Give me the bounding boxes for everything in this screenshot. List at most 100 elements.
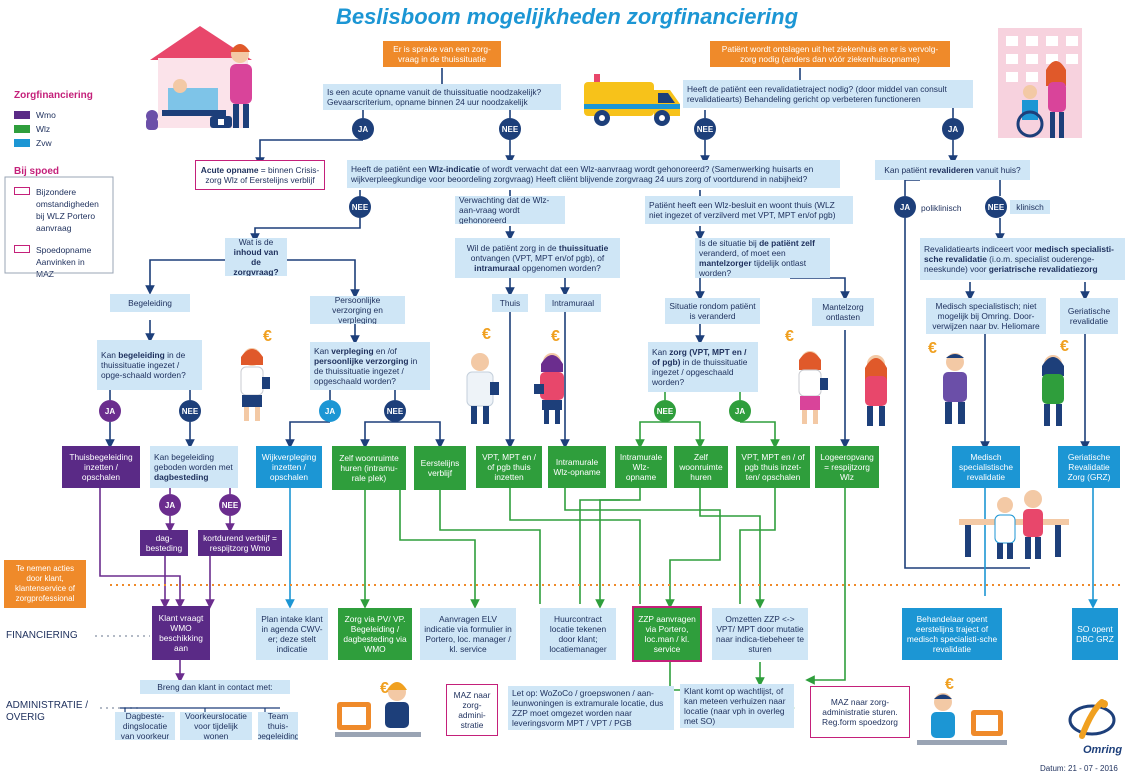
wlz-besluit-box: Patiënt heeft een Wlz-besluit en woont t…: [645, 196, 853, 224]
woman-orange-figure: [865, 355, 887, 426]
klinisch-label: klinisch: [1010, 200, 1050, 214]
voorkeurslocatie-box: Voorkeurslocatie voor tijdelijk wonen: [180, 712, 252, 740]
answer-ja-pill: JA: [352, 118, 374, 140]
intramurale-wlz-opname-outcome: Intramurale Wlz-opname: [548, 446, 606, 488]
legend-label: Bijzondere omstandigheden bij WLZ Porter…: [36, 187, 99, 233]
text: Revalidatiearts indiceert voor: [924, 244, 1035, 254]
grz-outcome: Geriatische Revalidatie Zorg (GRZ): [1058, 446, 1120, 488]
omzetten-zzp-box: Omzetten ZZP <-> VPT/ MPT door mutatie n…: [712, 608, 808, 660]
text: (i.o.m. specialist ouderenge-neeskunde) …: [924, 254, 1095, 274]
spoed-item-maz: Spoedopname Aanvinken in MAZ: [14, 244, 104, 280]
woman-pink-figure: [798, 351, 828, 424]
answer-ja-pill: JA: [894, 196, 916, 218]
euro-icon: €: [551, 328, 560, 345]
geriatische-revalidatie-box: Geriatische revalidatie: [1060, 298, 1118, 334]
wijkverpleging-outcome: Wijkverpleging inzetten / opschalen: [256, 446, 322, 488]
euro-icon: €: [978, 714, 986, 729]
text: en /of: [373, 346, 397, 356]
acute-opname-text: = binnen Crisis-zorg Wlz of Eerstelijns …: [205, 165, 320, 185]
question-inhoud-zorgvraag: Wat is de inhoud van de zorgvraag?: [225, 238, 287, 276]
woman-phone-figure: [240, 348, 270, 421]
thuis-box: Thuis: [492, 294, 528, 312]
text-bold: dagbesteding: [154, 472, 209, 482]
text: in de thuissituatie ingezet / opgeschaal…: [652, 357, 748, 387]
answer-nee-pill: NEE: [179, 400, 201, 422]
text-bold: verpleging: [331, 346, 374, 356]
acute-opname-bold: Acute opname: [200, 165, 259, 175]
text-bold: inhoud van de zorgvraag?: [233, 247, 279, 276]
huurcontract-box: Huurcontract locatie tekenen door klant;…: [540, 608, 616, 660]
wachtlijst-box: Klant komt op wachtlijst, of kan meteen …: [680, 684, 794, 728]
zelf-woonruimte-huren-outcome: Zelf woonruimte huren: [674, 446, 728, 488]
intramurale-wlz-opname-2-outcome: Intramurale Wlz-opname: [615, 446, 667, 488]
let-op-box: Let op: WoZoCo / groepswonen / aan-leunw…: [508, 686, 674, 730]
kortdurend-verblijf-outcome: kortdurend verblijf = respijtzorg Wmo: [198, 530, 282, 556]
question-kan-zorg: Kan zorg (VPT, MPT en / of pgb) in de th…: [648, 342, 758, 392]
answer-ja-pill: JA: [729, 400, 751, 422]
start-ziekenhuis: Patiënt wordt ontslagen uit het ziekenhu…: [710, 41, 950, 67]
desk-worker-right-illustration: [917, 693, 1007, 745]
dagbesteding-outcome: dag-besteding: [140, 530, 188, 556]
text-bold: mantelzorger: [699, 258, 752, 268]
text: Kan: [314, 346, 332, 356]
text: vanuit huis?: [973, 165, 1021, 175]
answer-ja-pill: JA: [159, 494, 181, 516]
question-revalidatietraject: Heeft de patiënt een revalidatietraject …: [683, 80, 973, 108]
answer-ja-pill: JA: [319, 400, 341, 422]
spoed-heading: Bij spoed: [14, 166, 60, 177]
zelf-woonruimte-intramuraal-outcome: Zelf woonruimte huren (intramu-rale plek…: [332, 446, 406, 490]
acties-label: Te nemen acties door klant, klantenservi…: [4, 560, 86, 608]
answer-nee-pill: NEE: [654, 400, 676, 422]
text: ontvangen (VPT, MPT en/of pgb), of: [470, 253, 605, 263]
legend-label: Spoedopname Aanvinken in MAZ: [36, 245, 92, 279]
answer-ja-pill: JA: [942, 118, 964, 140]
persoonlijke-verzorging-box: Persoonlijke verzorging en verpleging: [310, 296, 405, 324]
medisch-specialistische-revalidatie-outcome: Medisch specialistische revalidatie: [952, 446, 1020, 488]
text: Kan: [101, 350, 119, 360]
woman-green-figure: [1042, 355, 1064, 426]
team-thuisbegeleiding-box: Team thuis-begeleiding: [258, 712, 298, 740]
euro-icon: €: [344, 710, 352, 725]
wmo-beschikking-box: Klant vraagt WMO beschikking aan: [152, 606, 210, 660]
legend-swatch: [14, 187, 30, 195]
vpt-thuis-outcome: VPT, MPT en / of pgb thuis inzetten: [476, 446, 542, 488]
text-bold: zorg (VPT, MPT en / of pgb): [652, 347, 747, 367]
hospital-wheelchair-illustration: [998, 28, 1082, 138]
eerstelijns-verblijf-outcome: Eerstelijns verblijf: [414, 446, 466, 490]
text: in de thuissituatie ingezet / opge-schaa…: [101, 350, 186, 380]
legend-label: Wlz: [36, 124, 51, 134]
behandelaar-box: Behandelaar opent eerstelijns traject of…: [902, 608, 1002, 660]
woman-tablet-figure: [534, 353, 564, 424]
medisch-specialistisch-niet-box: Medisch specialistisch; niet mogelijk bi…: [926, 298, 1046, 334]
text-bold: thuissituatie: [558, 243, 609, 253]
question-kan-revalideren: Kan patiënt revalideren vanuit huis?: [875, 160, 1030, 180]
thuisbegeleiding-outcome: Thuisbegeleiding inzetten / opschalen: [62, 446, 140, 488]
text: Kan patiënt: [884, 165, 929, 175]
question-thuissituatie: Wil de patiënt zorg in de thuissituatie …: [455, 238, 620, 278]
text: tijdelijk ontlast worden?: [699, 258, 807, 278]
situatie-veranderd-box: Situatie rondom patiënt is veranderd: [665, 298, 760, 324]
answer-nee-pill: NEE: [384, 400, 406, 422]
text: Wat is de: [238, 238, 274, 247]
answer-nee-pill: NEE: [985, 196, 1007, 218]
zzp-aanvragen-box: ZZP aanvragen via Portero, loc.man / kl.…: [632, 606, 702, 662]
man-purple-figure: [943, 353, 967, 424]
euro-icon: €: [945, 676, 954, 693]
text: of wordt verwacht dat een Wlz-aanvraag w…: [351, 164, 814, 184]
mantelzorg-ontlasten-box: Mantelzorg ontlasten: [812, 298, 874, 326]
logeeropvang-outcome: Logeeropvang = respijtzorg Wlz: [815, 446, 879, 488]
legend-heading: Zorgfinanciering: [14, 90, 93, 101]
text-bold: intramuraal: [474, 263, 520, 273]
euro-icon: €: [785, 328, 794, 345]
text-bold: medisch specialisti-sche revalidatie: [924, 244, 1114, 264]
legend-item-wlz: Wlz: [14, 124, 50, 134]
spoed-item-portero: Bijzondere omstandigheden bij WLZ Porter…: [14, 186, 99, 234]
text: veranderd, of moet een: [699, 248, 786, 258]
financiering-label: FINANCIERING: [6, 630, 78, 641]
poster-title: Beslisboom mogelijkheden zorgfinancierin…: [335, 4, 799, 29]
wlz-verwacht-box: Verwachting dat de Wlz-aan-vraag wordt g…: [455, 196, 565, 224]
text: Heeft de patiënt een: [351, 164, 429, 174]
legend-swatch: [14, 245, 30, 253]
question-wlz-indicatie: Heeft de patiënt een Wlz-indicatie of wo…: [347, 160, 840, 188]
